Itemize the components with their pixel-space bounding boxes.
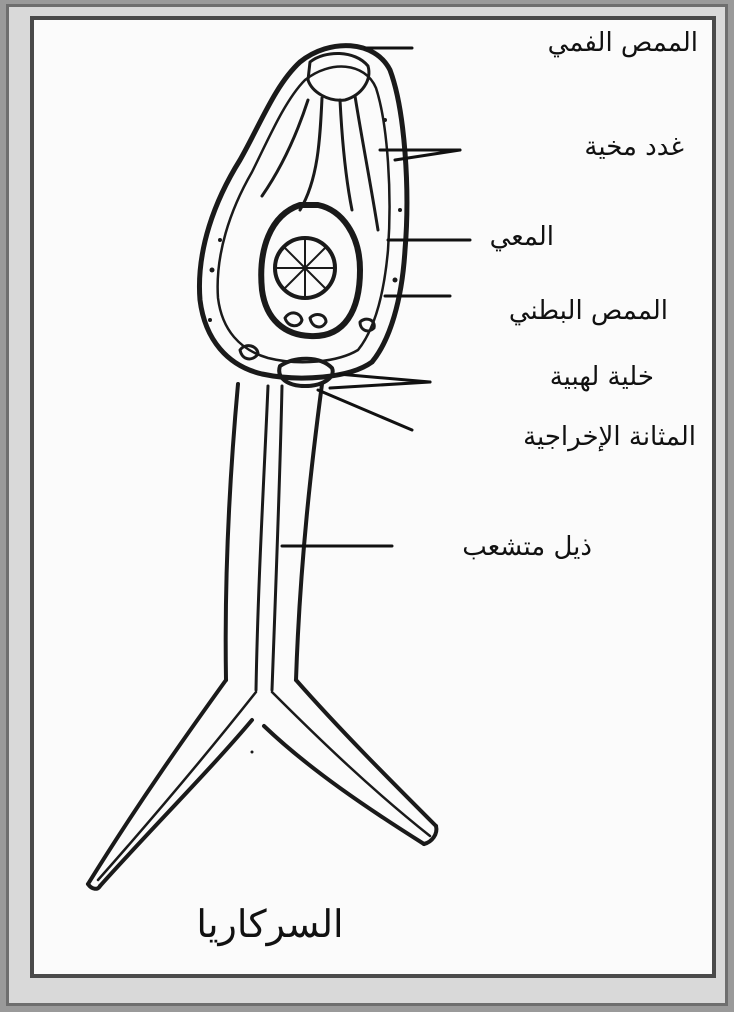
fork-left-outer xyxy=(88,680,226,884)
label-forked-tail: ذيل متشعب xyxy=(392,532,592,562)
diagram-caption: السركاريا xyxy=(170,902,370,946)
leader-flame-cell-2 xyxy=(330,382,430,388)
fork-left-canal xyxy=(98,692,256,880)
leader-bladder xyxy=(318,390,412,430)
gland-duct-2 xyxy=(340,100,352,210)
label-ventral-sucker: الممص البطني xyxy=(468,296,668,326)
label-flame-cell: خلية لهبية xyxy=(474,362,654,392)
tail-canal-left xyxy=(256,386,268,690)
oral-sucker xyxy=(308,53,369,100)
label-excretory-bladder: المثانة الإخراجية xyxy=(406,422,696,452)
label-intestine: المعي xyxy=(464,222,554,252)
label-oral-sucker: الممص الفمي xyxy=(438,28,698,58)
fork-right-inner xyxy=(264,726,424,844)
tail-outline-right xyxy=(296,384,322,680)
gland-duct-3 xyxy=(355,96,378,230)
gland-duct-4 xyxy=(262,100,308,196)
tail-outline-left xyxy=(226,384,238,680)
tail-canal-right xyxy=(272,386,282,690)
leader-flame-cell-1 xyxy=(338,374,430,382)
fork-left-inner xyxy=(100,720,252,886)
fork-right-canal xyxy=(272,692,430,836)
label-glands: غدد مخية xyxy=(444,132,684,162)
